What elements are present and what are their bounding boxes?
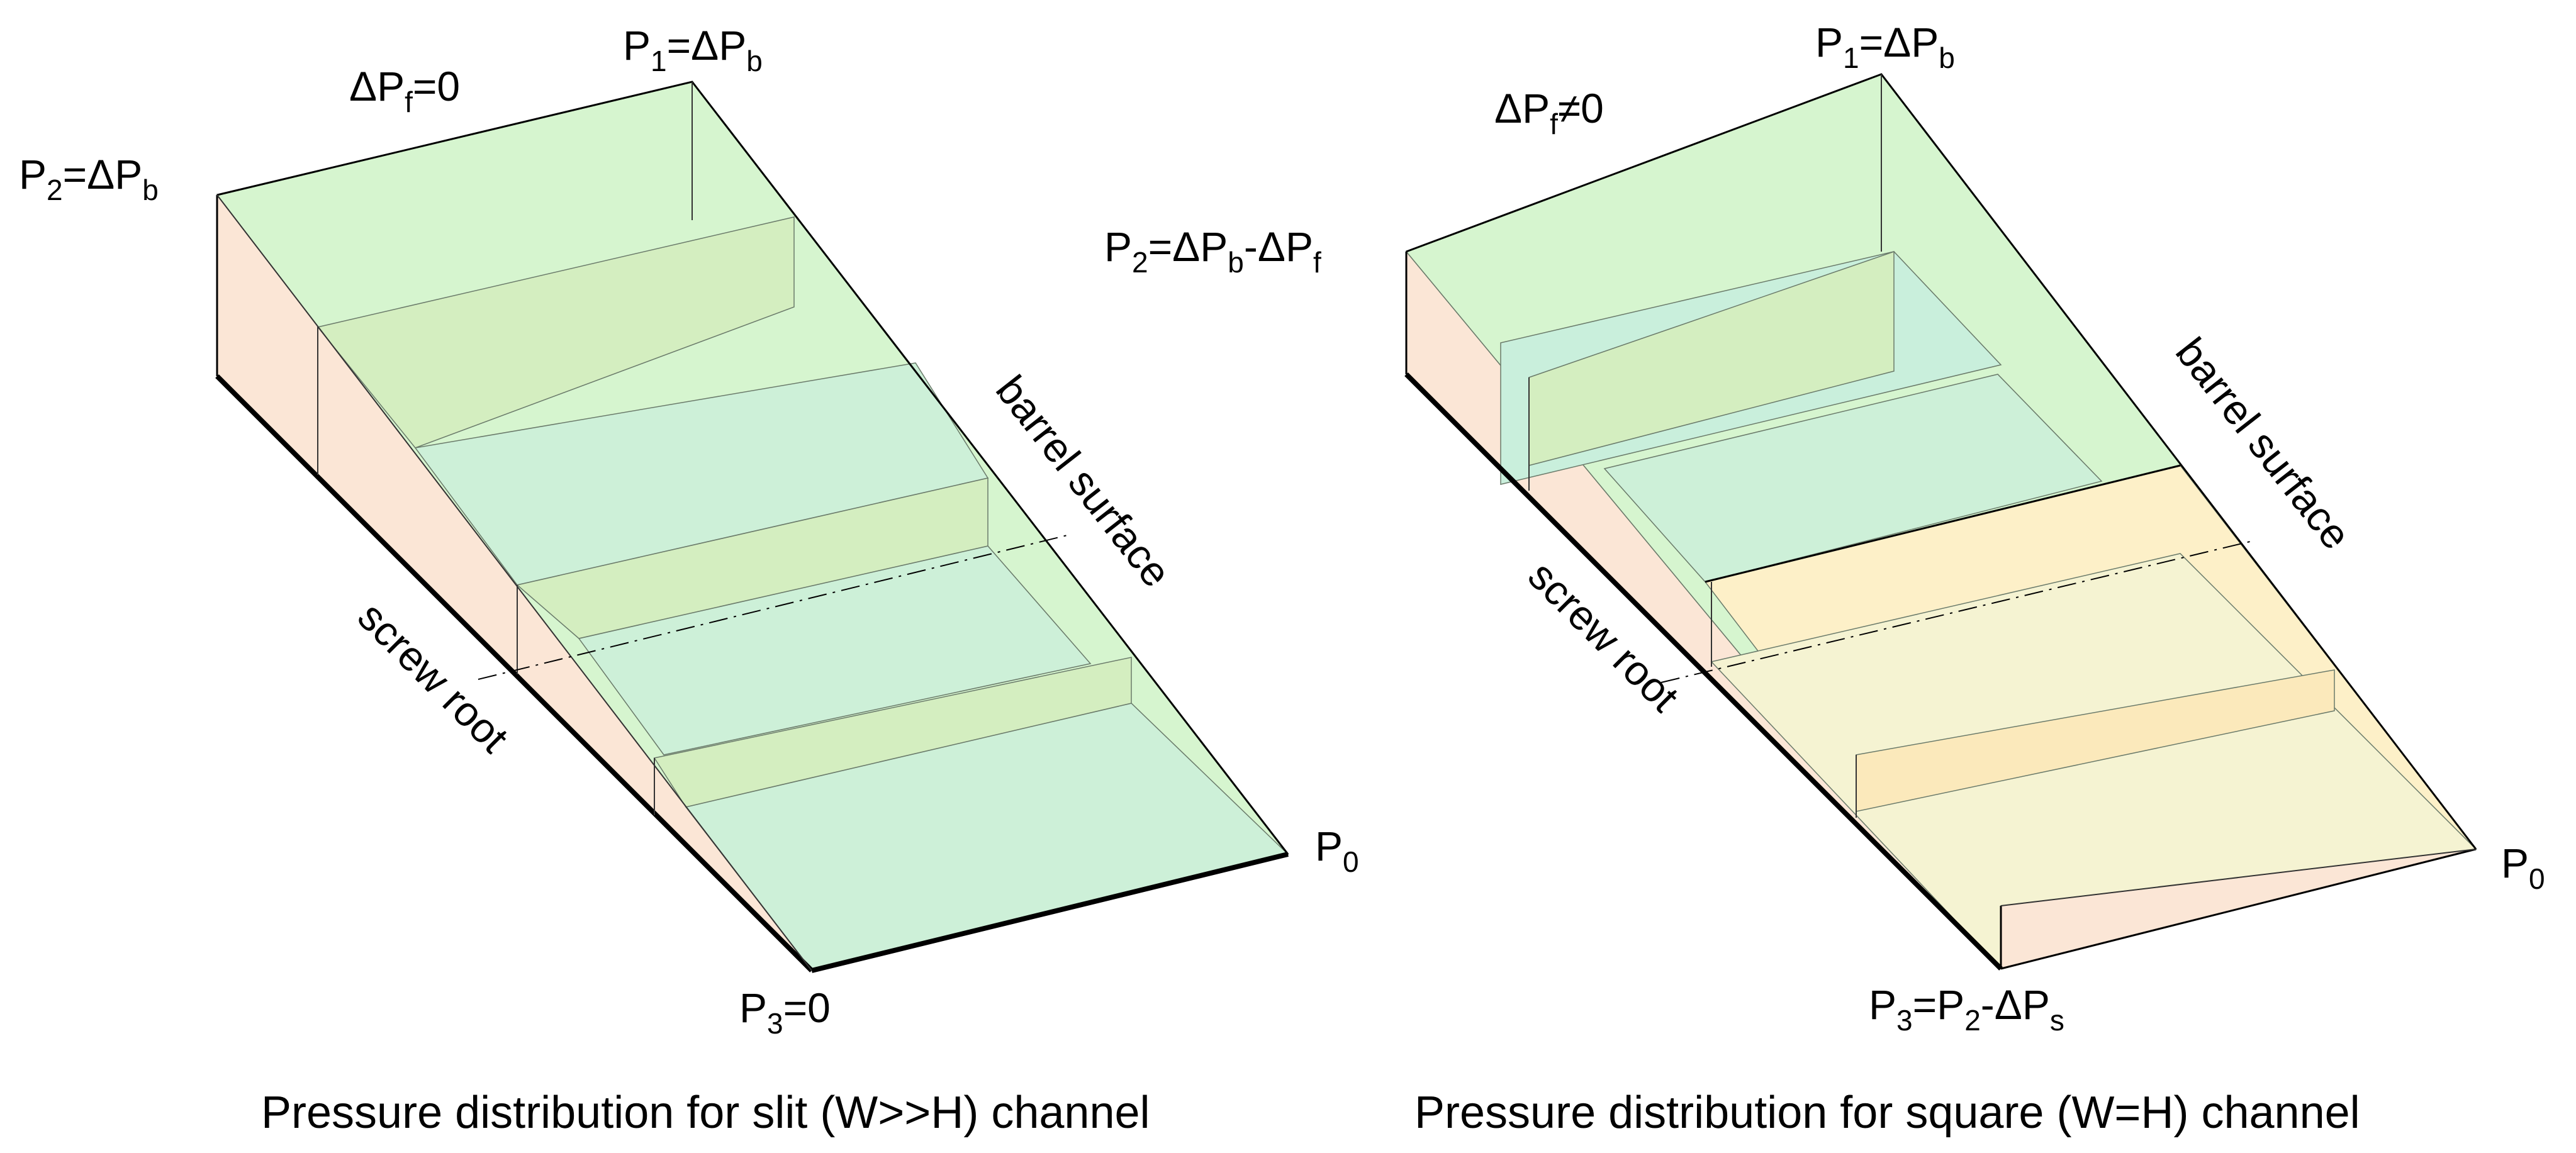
right-p2-label: P2=ΔPb-ΔPf xyxy=(1104,223,1321,279)
left-caption: Pressure distribution for slit (W>>H) ch… xyxy=(261,1088,1150,1138)
right-p0-label: P0 xyxy=(2501,840,2545,895)
right-caption: Pressure distribution for square (W=H) c… xyxy=(1414,1088,2360,1138)
left-riser-1 xyxy=(316,216,795,448)
right-diagram xyxy=(1404,73,2477,971)
right-p3-label: P3=P2-ΔPs xyxy=(1869,981,2064,1037)
left-slant-edge xyxy=(216,194,812,971)
left-p1-label: P1=ΔPb xyxy=(623,22,763,77)
right-p1-label: P1=ΔPb xyxy=(1815,19,1955,74)
right-wedge-edge xyxy=(2000,849,2477,906)
right-yellow-top-edge xyxy=(1705,464,2181,583)
left-diagram xyxy=(215,81,1289,973)
right-bottom-edge xyxy=(2000,848,2477,970)
left-riser-2 xyxy=(516,477,988,639)
left-p3-label: P3=0 xyxy=(739,984,831,1040)
left-delta-pf-label: ΔPf=0 xyxy=(349,63,460,118)
left-p2-label: P2=ΔPb xyxy=(19,151,159,206)
right-screw-root-edge xyxy=(1404,372,2003,971)
left-screw-root-edge xyxy=(215,374,814,972)
left-riser-3 xyxy=(653,657,1132,808)
left-p0-label: P0 xyxy=(1315,823,1359,878)
right-delta-pf-label: ΔPf≠0 xyxy=(1494,85,1604,140)
left-bottom-edge xyxy=(811,852,1289,973)
right-floor-step-1 xyxy=(1603,374,2103,582)
